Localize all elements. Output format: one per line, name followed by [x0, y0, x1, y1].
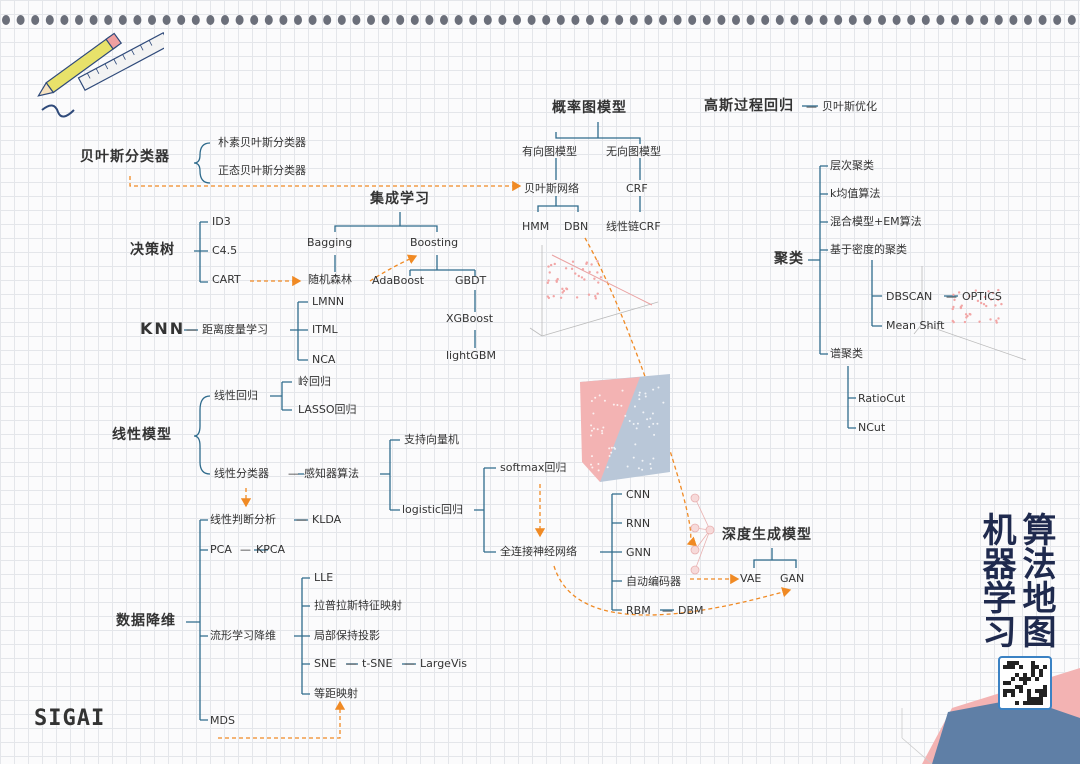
- qr-code: [998, 656, 1052, 710]
- dash: —: [288, 467, 299, 480]
- node-mds: MDS: [210, 714, 235, 727]
- node-xgboost: XGBoost: [446, 312, 494, 325]
- node-linear-chain-crf: 线性链CRF: [606, 220, 661, 233]
- node-ncut: NCut: [858, 421, 886, 434]
- node-gaussian-process: 高斯过程回归: [704, 98, 794, 114]
- node-crf: CRF: [626, 182, 648, 195]
- node-autoencoder: 自动编码器: [626, 575, 681, 588]
- node-lightgbm: lightGBM: [446, 349, 496, 362]
- node-nca: NCA: [312, 353, 336, 366]
- node-sne: SNE: [314, 657, 337, 670]
- node-directed-graph: 有向图模型: [522, 145, 577, 158]
- dash: —: [662, 604, 673, 617]
- node-meanshift: Mean Shift: [886, 319, 945, 332]
- node-itml: ITML: [312, 323, 338, 336]
- node-dim-reduction: 数据降维: [116, 613, 176, 629]
- node-perceptron: 感知器算法: [304, 467, 359, 480]
- node-rnn: RNN: [626, 517, 651, 530]
- node-gbdt: GBDT: [455, 274, 487, 287]
- node-dbm: DBM: [678, 604, 704, 617]
- node-linear-classifier: 线性分类器: [214, 467, 269, 480]
- node-kmeans: k均值算法: [830, 187, 881, 200]
- node-hierarchical: 层次聚类: [830, 159, 874, 172]
- node-ridge: 岭回归: [298, 375, 331, 388]
- dash: —: [946, 290, 957, 303]
- pencil-ruler-illustration: [37, 31, 164, 118]
- node-lpp: 局部保持投影: [314, 629, 380, 642]
- node-linear-regression: 线性回归: [214, 389, 258, 402]
- node-bayes-classifier: 贝叶斯分类器: [80, 149, 170, 165]
- dash: —: [346, 657, 357, 670]
- node-logistic: logistic回归: [402, 503, 463, 516]
- cluster-plot-illustration: [913, 266, 1027, 361]
- node-normal-bayes: 正态贝叶斯分类器: [218, 164, 306, 177]
- node-laplacian: 拉普拉斯特征映射: [314, 599, 402, 612]
- node-manifold: 流形学习降维: [210, 629, 276, 642]
- node-decision-tree: 决策树: [130, 242, 175, 258]
- node-lmnn: LMNN: [312, 295, 345, 308]
- node-ensemble: 集成学习: [370, 191, 430, 207]
- dash: —: [186, 323, 197, 336]
- node-pca: PCA: [210, 543, 232, 556]
- node-bayes-network: 贝叶斯网络: [524, 182, 579, 195]
- node-tsne: t-SNE: [362, 657, 393, 670]
- node-lda: 线性判断分析: [210, 513, 276, 526]
- node-bagging: Bagging: [307, 236, 353, 249]
- node-rbm: RBM: [626, 604, 651, 617]
- node-bayes-opt: 贝叶斯优化: [822, 100, 877, 113]
- node-id3: ID3: [212, 215, 231, 228]
- node-lasso: LASSO回归: [298, 403, 357, 416]
- classification-plot-illustration: [580, 374, 670, 482]
- dash: —: [240, 543, 251, 556]
- node-fcnn: 全连接神经网络: [500, 545, 577, 558]
- network-illustration: [690, 493, 715, 575]
- node-dbn: DBN: [564, 220, 589, 233]
- node-density: 基于密度的聚类: [830, 243, 907, 256]
- node-adaboost: AdaBoost: [372, 274, 425, 287]
- node-hmm: HMM: [522, 220, 550, 233]
- node-isomap: 等距映射: [314, 687, 358, 700]
- node-kpca: KPCA: [256, 543, 286, 556]
- node-undirected-graph: 无向图模型: [606, 145, 661, 158]
- node-metric-learning: 距离度量学习: [202, 323, 268, 336]
- notebook-binding: [0, 8, 1080, 32]
- node-linear-models: 线性模型: [112, 427, 172, 443]
- scatter-plot-illustration: [529, 245, 659, 337]
- node-cnn: CNN: [626, 488, 651, 501]
- dash: —: [404, 657, 415, 670]
- node-c45: C4.5: [212, 244, 238, 257]
- node-cart: CART: [212, 273, 241, 286]
- node-largevis: LargeVis: [420, 657, 468, 670]
- node-lle: LLE: [314, 571, 334, 584]
- node-gmm-em: 混合模型+EM算法: [830, 215, 922, 228]
- dash: —: [806, 100, 817, 113]
- node-knn: KNN: [140, 319, 186, 338]
- node-boosting: Boosting: [410, 236, 459, 249]
- node-vae: VAE: [740, 572, 762, 585]
- node-ratiocut: RatioCut: [858, 392, 906, 405]
- node-klda: KLDA: [312, 513, 342, 526]
- node-clustering: 聚类: [774, 251, 804, 267]
- node-random-forest: 随机森林: [308, 273, 352, 286]
- sigai-logo: SIGAI: [34, 706, 106, 731]
- node-gan: GAN: [780, 572, 805, 585]
- node-deep-generative: 深度生成模型: [722, 527, 812, 543]
- node-svm: 支持向量机: [404, 433, 459, 446]
- node-dbscan: DBSCAN: [886, 290, 933, 303]
- node-gnn: GNN: [626, 546, 651, 559]
- node-spectral: 谱聚类: [830, 347, 863, 360]
- node-softmax: softmax回归: [500, 461, 567, 474]
- title-line2: 机器学习: [976, 512, 1016, 648]
- title-line1: 算法地图: [1016, 512, 1056, 648]
- node-pgm: 概率图模型: [552, 100, 627, 116]
- dash: —: [296, 513, 307, 526]
- node-optics: OPTICS: [962, 290, 1002, 303]
- node-naive-bayes: 朴素贝叶斯分类器: [218, 136, 306, 149]
